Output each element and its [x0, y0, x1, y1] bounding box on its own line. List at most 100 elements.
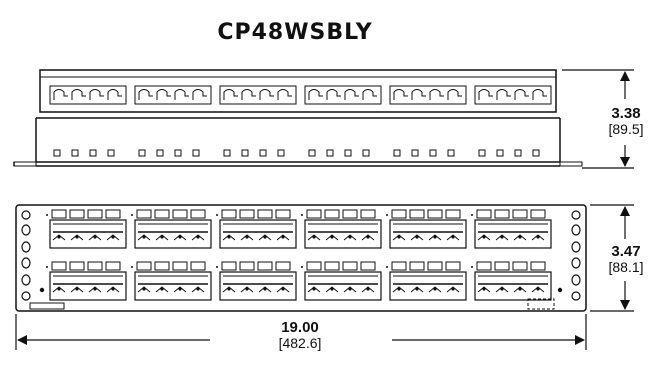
rj45-jack: [190, 261, 206, 271]
height-front-mm: [88.1]: [608, 259, 643, 275]
jack-square: [277, 149, 285, 157]
rj45-jack: [391, 261, 407, 271]
jack-square: [496, 149, 504, 157]
rj45-jack: [69, 261, 85, 271]
rj45-jack: [476, 209, 492, 219]
rj45-jack: [172, 209, 188, 219]
jack-square: [344, 149, 352, 157]
rj45-jack: [494, 209, 510, 219]
mount-hole: [571, 210, 581, 220]
mount-hole: [21, 224, 31, 236]
rj45-jack: [51, 261, 67, 271]
punchdown-block: [134, 85, 212, 105]
rj45-jack: [391, 209, 407, 219]
rj45-jack: [324, 209, 340, 219]
rj45-jack: [136, 209, 152, 219]
jack-square: [223, 149, 231, 157]
jack-square: [138, 149, 146, 157]
jack-square: [447, 149, 455, 157]
jack-square: [156, 149, 164, 157]
rj45-jack: [445, 261, 461, 271]
top-view: [13, 69, 583, 167]
mount-hole: [571, 224, 581, 236]
rj45-jack: [494, 261, 510, 271]
jack-square: [308, 149, 316, 157]
jack-square: [532, 149, 540, 157]
rj45-jack: [530, 261, 546, 271]
jack-square: [326, 149, 334, 157]
punchdown-block: [474, 85, 552, 105]
height-top-mm: [89.5]: [608, 121, 643, 137]
jack-square: [478, 149, 486, 157]
mount-hole: [21, 210, 31, 220]
dimension-height-front: [590, 204, 634, 312]
punchdown-block: [304, 85, 382, 105]
rj45-jack: [427, 209, 443, 219]
rj45-jack: [221, 261, 237, 271]
rj45-jack: [512, 209, 528, 219]
height-front-inches: 3.47: [611, 243, 640, 260]
mount-hole: [571, 291, 581, 301]
rj45-jack: [257, 209, 273, 219]
model-title: CP48WSBLY: [217, 20, 373, 45]
jack-square: [429, 149, 437, 157]
rj45-jack: [324, 261, 340, 271]
rj45-jack: [136, 261, 152, 271]
jack-square: [71, 149, 79, 157]
rj45-jack: [69, 209, 85, 219]
rj45-jack: [105, 261, 121, 271]
jack-square: [107, 149, 115, 157]
jack-square: [174, 149, 182, 157]
rj45-jack: [342, 209, 358, 219]
rj45-jack: [172, 261, 188, 271]
rj45-jack: [221, 209, 237, 219]
mount-hole: [21, 257, 31, 269]
dimension-width: [15, 314, 587, 350]
jack-square: [514, 149, 522, 157]
mount-hole: [571, 257, 581, 269]
height-top-inches: 3.38: [611, 105, 640, 122]
rj45-jack: [87, 261, 103, 271]
jack-square: [362, 149, 370, 157]
rj45-jack: [530, 209, 546, 219]
rj45-jack: [306, 261, 322, 271]
front-view: [15, 204, 587, 312]
rj45-jack: [512, 261, 528, 271]
rj45-jack: [275, 209, 291, 219]
rj45-jack: [257, 261, 273, 271]
rj45-jack: [342, 261, 358, 271]
jack-square: [259, 149, 267, 157]
rj45-jack: [239, 261, 255, 271]
jack-square: [393, 149, 401, 157]
rj45-jack: [476, 261, 492, 271]
rj45-jack: [239, 209, 255, 219]
rj45-jack: [360, 209, 376, 219]
jack-square: [192, 149, 200, 157]
jack-square: [241, 149, 249, 157]
rj45-jack: [427, 261, 443, 271]
mount-hole: [21, 274, 31, 286]
mount-hole: [571, 274, 581, 286]
dimension-height-top: [562, 69, 634, 169]
rj45-jack: [306, 209, 322, 219]
punchdown-block: [49, 85, 127, 105]
rj45-jack: [409, 209, 425, 219]
rj45-jack: [445, 209, 461, 219]
mount-hole: [571, 241, 581, 253]
mount-hole: [21, 241, 31, 253]
punchdown-block: [219, 85, 297, 105]
jack-square: [411, 149, 419, 157]
rj45-jack: [409, 261, 425, 271]
jack-square: [53, 149, 61, 157]
mount-hole: [21, 291, 31, 301]
rj45-jack: [360, 261, 376, 271]
rj45-jack: [51, 209, 67, 219]
rj45-jack: [87, 209, 103, 219]
rj45-jack: [190, 209, 206, 219]
rj45-jack: [154, 261, 170, 271]
rj45-jack: [154, 209, 170, 219]
punchdown-block: [389, 85, 467, 105]
rj45-jack: [275, 261, 291, 271]
jack-square: [89, 149, 97, 157]
